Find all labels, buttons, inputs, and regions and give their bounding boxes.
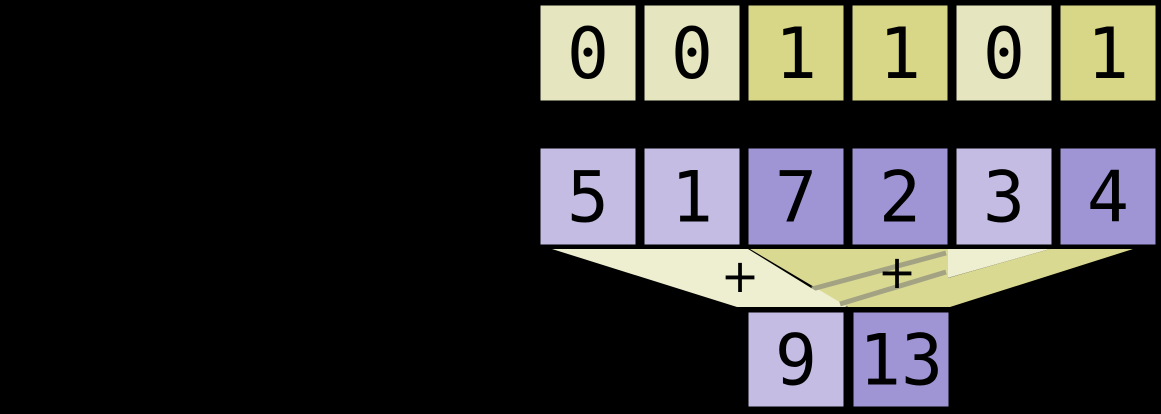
value-cell-1-label: 1 bbox=[671, 156, 713, 238]
mask-cell-3-label: 1 bbox=[879, 13, 921, 95]
value-cell-4 bbox=[953, 145, 1055, 248]
mask-cell-3 bbox=[849, 2, 951, 104]
mask-cell-0-label: 0 bbox=[567, 13, 609, 95]
seen-through-edge-upper bbox=[811, 250, 947, 292]
plus-operator-right: + bbox=[878, 245, 917, 299]
mask-cell-2 bbox=[745, 2, 847, 104]
value-cell-2 bbox=[745, 145, 847, 248]
result-cell-1 bbox=[850, 309, 952, 410]
value-cell-4-label: 3 bbox=[983, 156, 1025, 238]
mask-cell-1-label: 0 bbox=[671, 13, 713, 95]
value-cell-0 bbox=[537, 145, 639, 248]
value-cell-5-label: 4 bbox=[1087, 156, 1129, 238]
value-cell-5 bbox=[1057, 145, 1159, 248]
mask-cell-0 bbox=[537, 2, 639, 104]
value-cell-2-label: 7 bbox=[775, 156, 817, 238]
funnel-masked bbox=[750, 249, 1133, 307]
mask-cell-4 bbox=[953, 2, 1055, 104]
mask-cell-5 bbox=[1057, 2, 1159, 104]
result-cell-0 bbox=[745, 309, 847, 410]
funnel-unmasked-main bbox=[552, 249, 842, 307]
result-cell-1-label: 13 bbox=[859, 319, 943, 401]
seen-through-edge-lower bbox=[839, 269, 947, 307]
value-cell-3-label: 2 bbox=[879, 156, 921, 238]
result-row: 9 13 bbox=[745, 309, 952, 410]
plus-operator-left: + bbox=[721, 249, 760, 303]
mask-cell-2-label: 1 bbox=[775, 13, 817, 95]
result-cell-0-label: 9 bbox=[775, 319, 817, 401]
value-cell-1 bbox=[641, 145, 743, 248]
value-cell-3 bbox=[849, 145, 951, 248]
mask-cell-5-label: 1 bbox=[1087, 13, 1129, 95]
mask-cell-1 bbox=[641, 2, 743, 104]
value-cell-0-label: 5 bbox=[567, 156, 609, 238]
mask-cell-4-label: 0 bbox=[983, 13, 1025, 95]
